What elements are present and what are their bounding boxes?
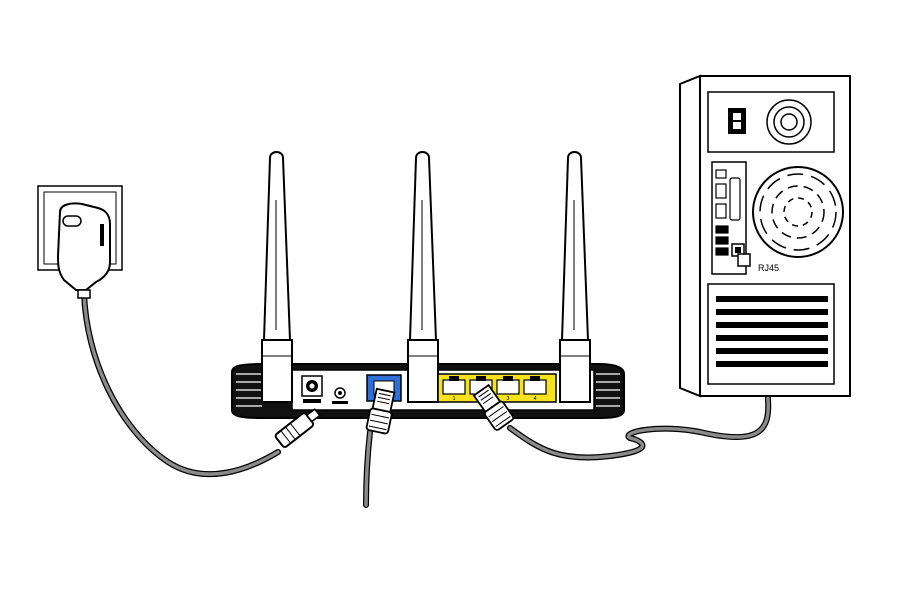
io-ports <box>715 169 741 256</box>
vent-slots <box>716 296 828 367</box>
desktop-computer-icon: RJ45 <box>679 74 851 398</box>
power-switch-icon <box>728 108 746 134</box>
power-adapter-icon <box>37 185 123 299</box>
lan-port <box>442 376 466 395</box>
reset-button <box>332 387 348 404</box>
lan-port <box>523 376 547 395</box>
power-jack <box>301 375 323 403</box>
computer-rj45-plug <box>737 253 751 267</box>
router-body <box>231 339 625 419</box>
lan-rj45-plug <box>472 383 515 431</box>
case-fan-icon <box>752 166 844 258</box>
wireless-router-icon: 1 2 3 4 <box>231 151 625 419</box>
rj45-label: RJ45 <box>758 263 779 273</box>
psu-fan-icon <box>766 99 812 145</box>
power-plug <box>274 408 321 448</box>
tower-side <box>679 74 701 398</box>
lan-port <box>496 376 520 395</box>
lan-port-label: 3 <box>507 396 510 402</box>
lan-port-label: 4 <box>534 396 537 402</box>
connectors <box>274 383 515 448</box>
lan-port-label: 1 <box>453 396 456 402</box>
wan-rj45-plug <box>365 387 396 435</box>
